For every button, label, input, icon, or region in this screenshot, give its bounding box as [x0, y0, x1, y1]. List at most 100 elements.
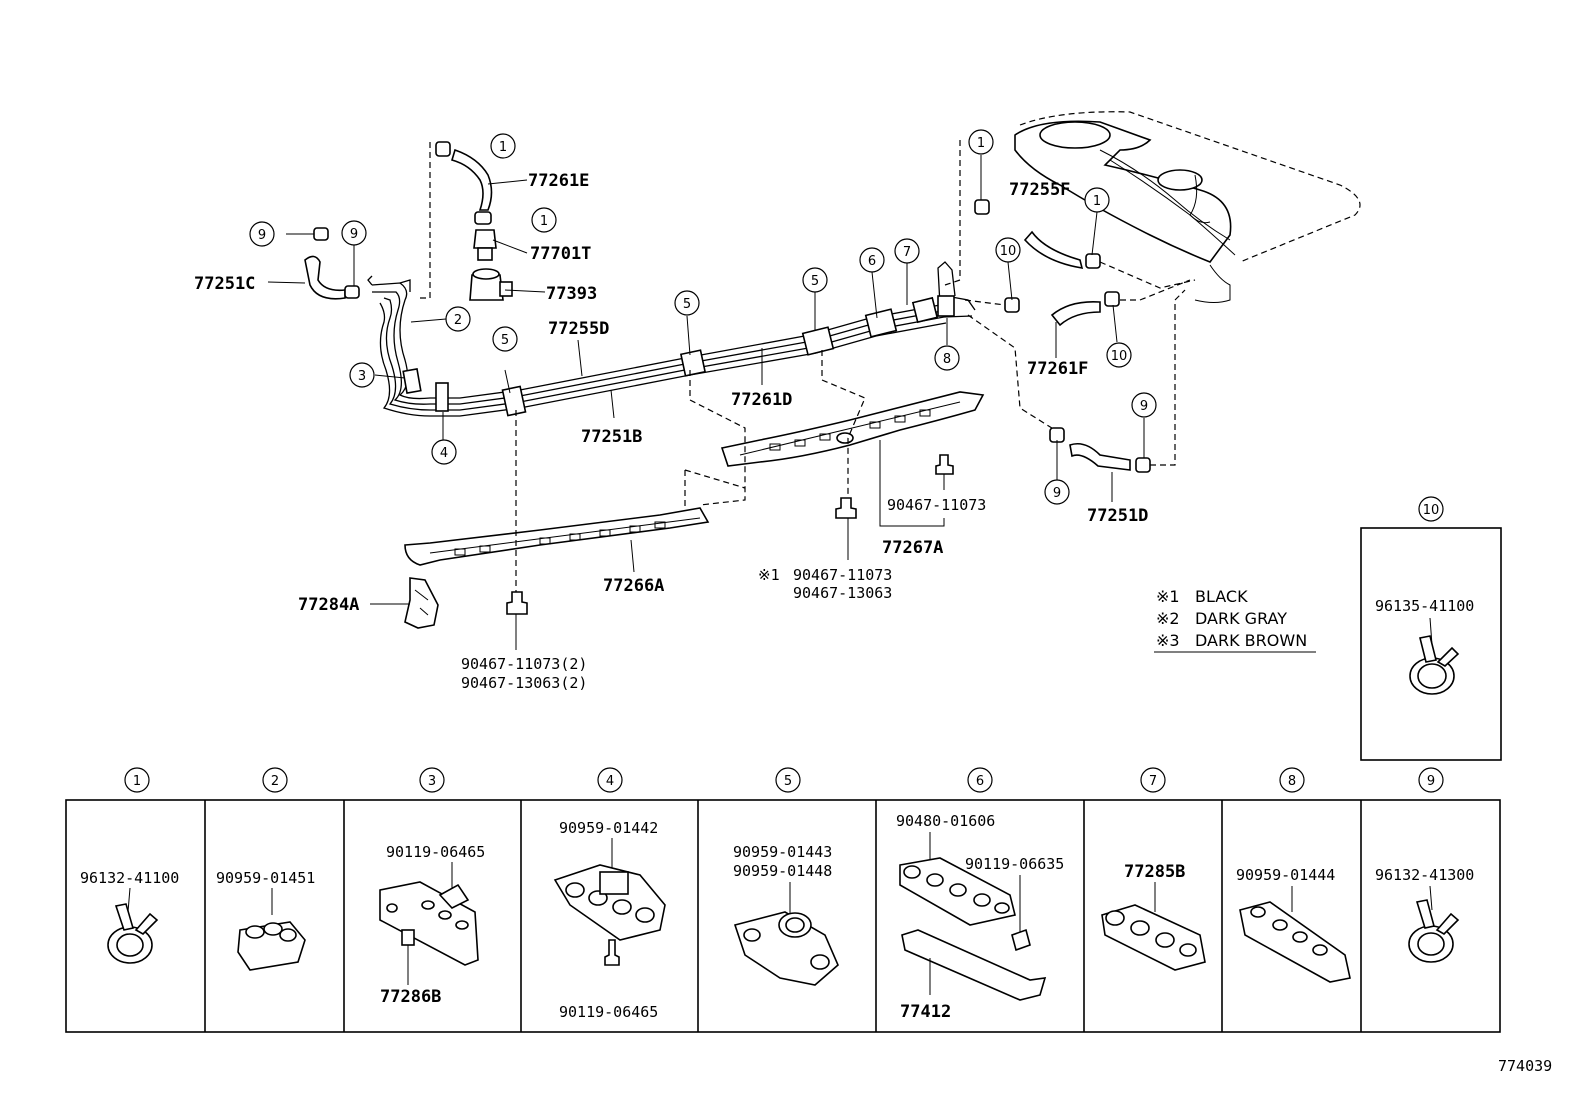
figure-id: 774039 [1498, 1057, 1552, 1075]
label-90467-11073-qty2: 90467-11073(2) [461, 655, 587, 673]
cushion-clamp-icon [733, 911, 839, 986]
panel-6-part-2: 90119-06635 [965, 855, 1064, 873]
callout-3: 3 [349, 362, 375, 388]
assembly-lines [515, 350, 866, 592]
panel-6-part-3: 77412 [900, 1002, 951, 1022]
label-77284A: 77284A [298, 595, 359, 615]
panel-3-number: 3 [419, 767, 445, 793]
panel-5-part-1: 90959-01443 [733, 843, 832, 861]
label-77251D: 77251D [1087, 506, 1148, 526]
svg-text:4: 4 [440, 446, 448, 461]
legend-mark-3: ※3 [1156, 631, 1180, 650]
callout-5-b: 5 [674, 290, 700, 316]
bolts [506, 454, 954, 615]
label-77266A: 77266A [603, 576, 664, 596]
callout-circles: 1 1 9 9 2 3 4 5 5 5 6 7 8 1 1 10 10 9 9 [249, 129, 1157, 505]
label-90467-13063-qty2: 90467-13063(2) [461, 674, 587, 692]
label-90467-11073-right: 90467-11073 [887, 496, 986, 514]
svg-text:7: 7 [903, 245, 911, 260]
fuel-tank [1014, 111, 1361, 303]
svg-text:10: 10 [1000, 244, 1017, 259]
svg-text:9: 9 [350, 227, 358, 242]
tube-clamp-icon [1101, 904, 1206, 971]
panel-3-part-1: 90119-06465 [386, 843, 485, 861]
label-77255D: 77255D [548, 319, 609, 339]
panel-8-part-1: 90959-01444 [1236, 866, 1335, 884]
part-labels: 77261E 77701T 77393 77251C 77255D 77261D… [194, 171, 1148, 692]
panel-8-number: 8 [1279, 767, 1305, 793]
svg-text:5: 5 [811, 274, 819, 289]
detail-panels: 1 2 3 4 5 6 7 8 9 96132-41100 90959-0145… [65, 767, 1501, 1033]
legend-text-2: DARK GRAY [1195, 609, 1287, 628]
label-77701T: 77701T [530, 244, 591, 264]
panel-1-part-1: 96132-41100 [80, 869, 179, 887]
svg-text:10: 10 [1111, 349, 1128, 364]
leader-lines [267, 155, 1145, 650]
multi-clamp-icon [899, 857, 1047, 1001]
panel-7-number: 7 [1140, 767, 1166, 793]
panel-3-part-2: 77286B [380, 987, 441, 1007]
brackets [404, 391, 985, 629]
svg-text:7: 7 [1149, 774, 1157, 789]
panel-5-part-2: 90959-01448 [733, 862, 832, 880]
panel-7-part-1: 77285B [1124, 862, 1185, 882]
label-77261F: 77261F [1027, 359, 1088, 379]
callout-9-a: 9 [249, 221, 275, 247]
callout-8: 8 [934, 345, 960, 371]
label-77251B: 77251B [581, 427, 642, 447]
callout-10-a: 10 [995, 237, 1021, 263]
label-90467-11073-center: 90467-11073 [793, 566, 892, 584]
detail-panel-10: 10 96135-41100 [1360, 496, 1502, 761]
panel-1-number: 1 [124, 767, 150, 793]
legend-text-3: DARK BROWN [1195, 631, 1307, 650]
panel-10-part-1: 96135-41100 [1375, 597, 1474, 615]
legend-mark-2: ※2 [1156, 609, 1180, 628]
line-clamps [402, 295, 955, 417]
panel-2-part-1: 90959-01451 [216, 869, 315, 887]
svg-text:8: 8 [943, 352, 951, 367]
panel-5-number: 5 [775, 767, 801, 793]
svg-text:1: 1 [540, 214, 548, 229]
svg-text:1: 1 [133, 774, 141, 789]
callout-9-c: 9 [1131, 392, 1157, 418]
panel-9-part-1: 96132-41300 [1375, 866, 1474, 884]
legend-text-1: BLACK [1195, 587, 1248, 606]
svg-text:6: 6 [976, 774, 984, 789]
callout-10-b: 10 [1106, 342, 1132, 368]
long-clamp-icon [1239, 901, 1351, 983]
panel-9-number: 9 [1418, 767, 1444, 793]
callout-4: 4 [431, 439, 457, 465]
callout-5-c: 5 [802, 267, 828, 293]
color-legend: ※1 BLACK ※2 DARK GRAY ※3 DARK BROWN [1154, 587, 1316, 653]
svg-text:3: 3 [358, 369, 366, 384]
svg-text:2: 2 [454, 313, 462, 328]
svg-text:2: 2 [271, 774, 279, 789]
right-hoses [944, 140, 1196, 473]
panel-6-number: 6 [967, 767, 993, 793]
svg-text:9: 9 [1140, 399, 1148, 414]
label-77251C: 77251C [194, 274, 255, 294]
panel-4-part-1: 90959-01442 [559, 819, 658, 837]
callout-5-a: 5 [492, 326, 518, 352]
callout-9-d: 9 [1044, 479, 1070, 505]
svg-text:9: 9 [1427, 774, 1435, 789]
panel-10-number: 10 [1423, 503, 1440, 518]
svg-text:5: 5 [501, 333, 509, 348]
svg-text:1: 1 [1093, 194, 1101, 209]
callout-1-c: 1 [968, 129, 994, 155]
panel-4-part-2: 90119-06465 [559, 1003, 658, 1021]
callout-1-d: 1 [1084, 187, 1110, 213]
hose-clip-icon [1409, 635, 1460, 695]
clip-icon [107, 903, 159, 964]
callout-6: 6 [859, 247, 885, 273]
label-77261D: 77261D [731, 390, 792, 410]
svg-text:4: 4 [606, 774, 614, 789]
label-90467-13063-center: 90467-13063 [793, 584, 892, 602]
panel-4-number: 4 [597, 767, 623, 793]
callout-7: 7 [894, 238, 920, 264]
callout-1-b: 1 [531, 207, 557, 233]
clip-icon-2 [1408, 899, 1460, 963]
label-77255F: 77255F [1009, 180, 1070, 200]
callout-1-a: 1 [490, 133, 516, 159]
